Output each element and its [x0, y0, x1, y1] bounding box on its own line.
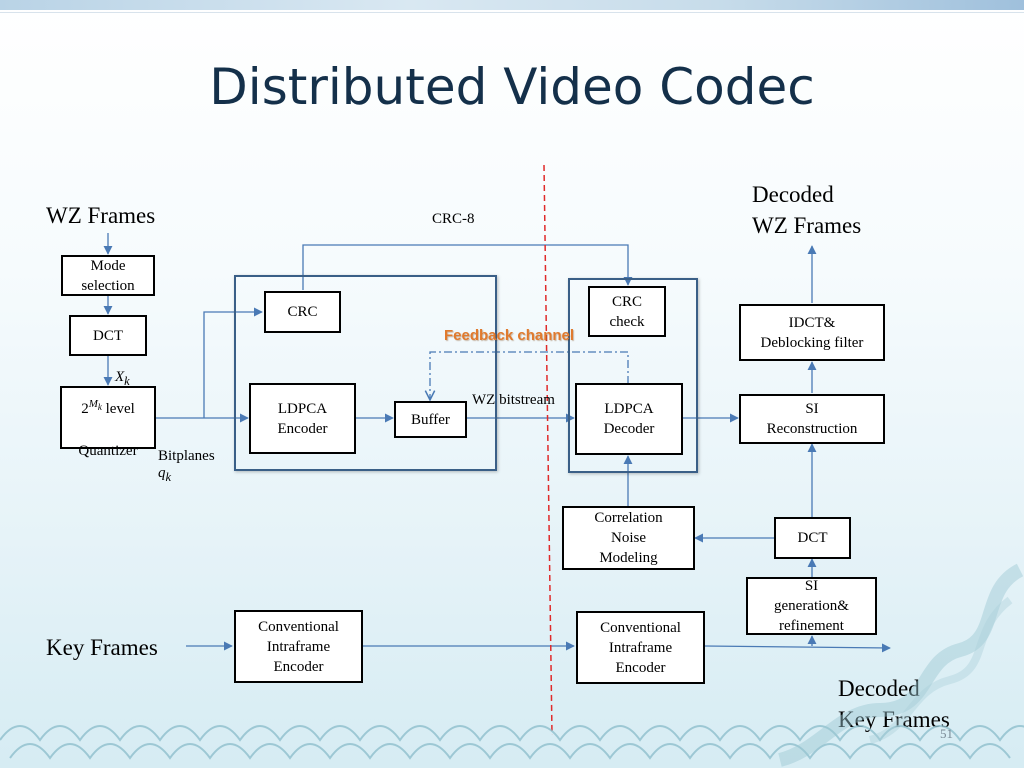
idct-deblocking-box: IDCT& Deblocking filter: [739, 304, 885, 361]
encoder-group-frame: [234, 275, 497, 471]
arrow-crc8-link: [302, 244, 633, 290]
wz-bitstream-label: WZ bitstream: [472, 392, 555, 408]
quantizer-sup-symbol: M: [88, 398, 98, 410]
encoder-decoder-divider: [543, 164, 553, 736]
bitplanes-subscript: k: [165, 470, 172, 484]
ldpca-encoder-box: LDPCA Encoder: [249, 383, 356, 454]
key-frames-label: Key Frames: [46, 635, 158, 660]
dct-encoder-box: DCT: [69, 315, 147, 356]
quantizer-suffix: level: [101, 401, 135, 417]
buffer-box: Buffer: [394, 401, 467, 438]
crc-check-box: CRC check: [588, 286, 666, 337]
xk-subscript: k: [124, 374, 130, 388]
top-decor-line: [0, 12, 1024, 13]
ldpca-decoder-box: LDPCA Decoder: [575, 383, 683, 455]
dragon-decoration: [777, 563, 1024, 767]
mode-selection-box: Mode selection: [61, 255, 155, 296]
bitplanes-label: Bitplanes qk: [158, 431, 215, 485]
decoded-key-frames-label: Decoded Key Frames: [838, 676, 950, 732]
xk-label: Xk: [115, 352, 130, 389]
decoded-wz-frames-label: Decoded WZ Frames: [752, 182, 862, 238]
si-generation-box: SI generation& refinement: [746, 577, 877, 635]
intraframe-decoder-box: Conventional Intraframe Encoder: [576, 611, 705, 684]
decoder-group-frame: [568, 278, 698, 473]
correlation-noise-box: Correlation Noise Modeling: [562, 506, 695, 570]
intraframe-encoder-box: Conventional Intraframe Encoder: [234, 610, 363, 683]
wave-decoration: [0, 725, 1024, 760]
si-reconstruction-box: SI Reconstruction: [739, 394, 885, 444]
bitplanes-symbol: q: [158, 465, 166, 481]
quantizer-sup-subscript: k: [97, 402, 102, 413]
crc8-label: CRC-8: [432, 211, 475, 227]
xk-symbol: X: [115, 369, 125, 385]
crc-box: CRC: [264, 291, 341, 333]
feedback-line: [430, 351, 629, 400]
arrow-to-crc: [203, 307, 263, 418]
dct-decoder-box: DCT: [774, 517, 851, 559]
quantizer-box: 2Mk level Quantizer: [60, 386, 156, 459]
wz-frames-label: WZ Frames: [46, 203, 156, 228]
slide-title: Distributed Video Codec: [209, 58, 815, 116]
quantizer-prefix: 2: [81, 401, 89, 417]
bitplanes-text: Bitplanes: [158, 448, 215, 464]
top-decor-band: [0, 0, 1024, 10]
arrow-intra-dec-to-output: [704, 643, 891, 653]
feedback-channel-label: Feedback channel: [444, 327, 575, 344]
quantizer-line2: Quantizer: [78, 443, 138, 459]
page-number: 51: [940, 726, 953, 741]
